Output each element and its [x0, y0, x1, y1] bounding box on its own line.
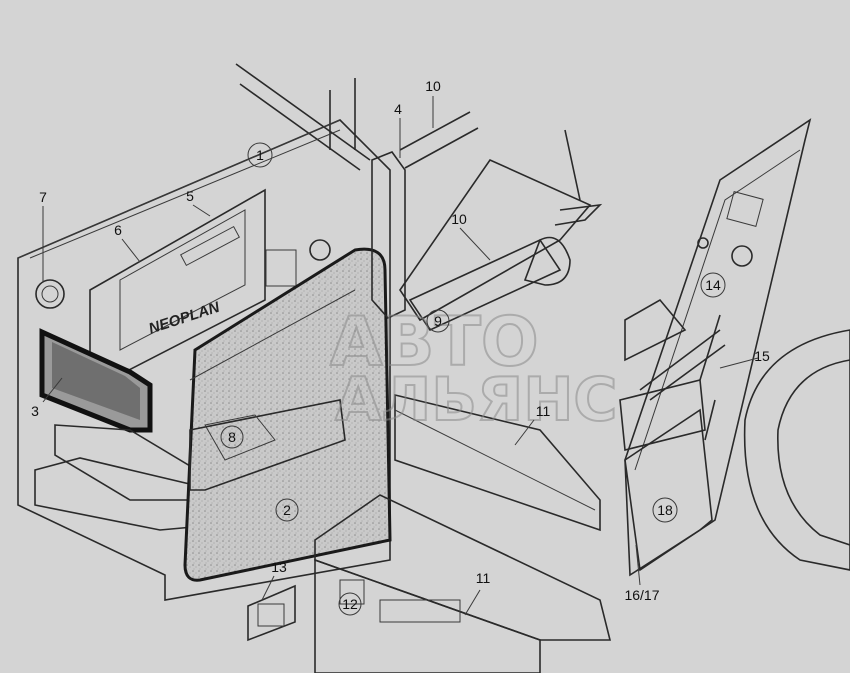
callout-2: 2 [275, 498, 299, 522]
callout-4: 4 [394, 101, 402, 117]
watermark-line1: АВТО [330, 303, 539, 382]
callout-13: 13 [271, 559, 287, 575]
brand-plate: NEOPLAN [147, 298, 223, 337]
callout-label: 8 [228, 429, 236, 445]
callout-label: 5 [186, 188, 194, 204]
callout-18: 18 [652, 497, 678, 523]
callout-label: 4 [394, 101, 402, 117]
callout-5: 5 [186, 188, 194, 204]
marker-lamp [35, 279, 65, 309]
callout-15: 15 [754, 348, 770, 364]
leader-lines [42, 96, 759, 616]
callout-label: 10 [425, 78, 441, 94]
body-panel [17, 119, 391, 601]
callout-label: 16/17 [624, 587, 659, 603]
callout-label: 6 [114, 222, 122, 238]
power-socket [247, 584, 296, 642]
callout-label: 2 [283, 502, 291, 518]
roof-rail [235, 63, 479, 171]
callout-label: 1 [256, 147, 264, 163]
callout-9: 9 [426, 309, 450, 333]
callout-11-low: 11 [476, 570, 491, 586]
callout-6: 6 [114, 222, 122, 238]
switch-panel [265, 239, 331, 287]
callout-label: 18 [657, 502, 673, 518]
luggage-compartment [314, 494, 612, 673]
callout-3: 3 [31, 403, 39, 419]
watermark-line2: АЛЬЯНС [335, 365, 617, 435]
callout-8: 8 [220, 425, 244, 449]
callout-label: 9 [434, 313, 442, 329]
rear-lamp-frame [39, 328, 153, 433]
callout-label: 12 [342, 596, 358, 612]
callout-16-17: 16/17 [624, 587, 659, 603]
side-compartment [394, 129, 603, 532]
callout-label: 14 [705, 277, 721, 293]
callout-1: 1 [247, 142, 273, 168]
callout-label: 11 [536, 403, 551, 419]
rear-door [624, 118, 812, 572]
callout-label: 3 [31, 403, 39, 419]
callout-14: 14 [700, 272, 726, 298]
callout-12: 12 [338, 592, 362, 616]
callout-label: 10 [451, 211, 467, 227]
battery-box [619, 298, 726, 577]
wheel [743, 329, 850, 571]
callout-label: 13 [271, 559, 287, 575]
vertical-pillar [371, 151, 406, 319]
callout-label: 15 [754, 348, 770, 364]
callout-10-mid: 10 [451, 211, 467, 227]
callout-label: 11 [476, 570, 491, 586]
callout-10-top: 10 [425, 78, 441, 94]
callout-7: 7 [39, 189, 47, 205]
callout-label: 7 [39, 189, 47, 205]
engine-bay-opening [183, 247, 392, 582]
callout-11-mid: 11 [536, 403, 551, 419]
